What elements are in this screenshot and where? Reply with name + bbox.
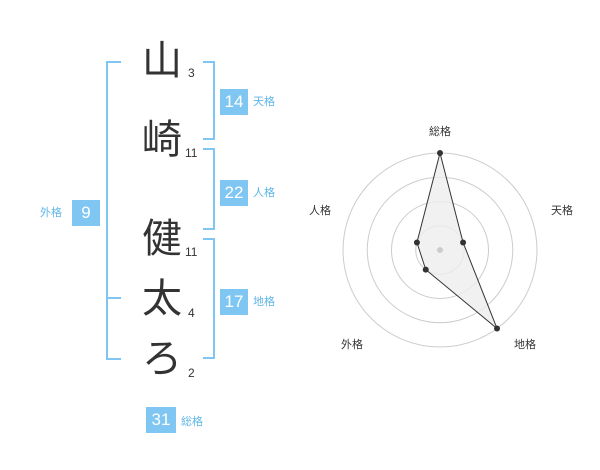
name-char-2: 崎: [142, 117, 182, 163]
soukaku-value: 31: [146, 407, 176, 433]
stroke-count-4: 4: [188, 306, 195, 320]
radar-series-polygon: [416, 152, 498, 329]
chikaku-bracket: [203, 238, 215, 359]
radar-axis-label-tenkaku: 天格: [551, 204, 573, 217]
name-char-5: ろ: [142, 336, 182, 382]
radar-point-5: [413, 239, 420, 246]
chikaku-value: 17: [220, 289, 248, 315]
name-char-1: 山: [142, 38, 182, 84]
jinkaku-value: 22: [220, 180, 248, 206]
tenkaku-label: 天格: [253, 95, 275, 108]
radar-point-3: [494, 325, 501, 332]
gaikaku-label: 外格: [40, 206, 62, 219]
radar-axis-label-chikaku: 地格: [514, 338, 536, 351]
radar-center: [437, 247, 443, 253]
radar-axis-label-soukaku: 総格: [429, 125, 451, 138]
name-char-4: 太: [142, 276, 182, 322]
gaikaku-value: 9: [72, 200, 100, 226]
gaikaku-bracket-bottom: [106, 297, 121, 360]
stroke-count-1: 3: [188, 66, 195, 80]
stroke-count-2: 11: [185, 146, 198, 160]
radar-point-4: [422, 266, 429, 273]
gaikaku-bracket-top: [106, 61, 121, 299]
radar-point-2: [460, 239, 467, 246]
radar-svg: [342, 150, 538, 348]
stroke-count-5: 2: [188, 366, 195, 380]
radar-axis-label-jinkaku: 人格: [309, 204, 331, 217]
tenkaku-value: 14: [220, 89, 248, 115]
tenkaku-bracket: [203, 61, 215, 140]
name-char-3: 健: [142, 216, 182, 262]
jinkaku-bracket: [203, 148, 215, 230]
stroke-count-3: 11: [185, 245, 198, 259]
radar-axis-label-gaikaku: 外格: [341, 338, 363, 351]
radar-point-1: [437, 150, 443, 156]
jinkaku-label: 人格: [253, 186, 275, 199]
soukaku-label: 総格: [181, 415, 203, 428]
chikaku-label: 地格: [253, 295, 275, 308]
